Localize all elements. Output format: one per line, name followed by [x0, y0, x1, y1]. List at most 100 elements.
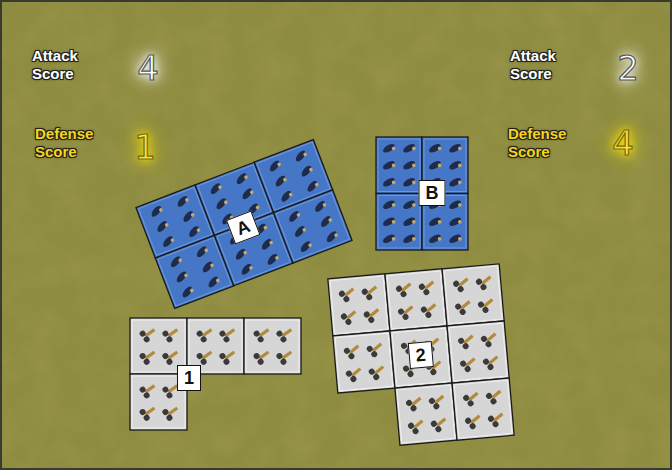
- cannon-icon: [475, 272, 495, 292]
- paratrooper-icon: [402, 199, 417, 212]
- cannon-icon: [138, 403, 158, 422]
- score-holder: Attack Score: [32, 47, 94, 83]
- cannon-icon: [464, 411, 484, 431]
- cannon-icon: [454, 297, 474, 317]
- paratrooper-icon: [240, 262, 254, 277]
- unit-tile: [390, 326, 452, 388]
- cannon-icon: [477, 295, 497, 315]
- defense-score-label: Defense Score: [35, 125, 107, 161]
- paratrooper-icon: [182, 209, 196, 224]
- paratrooper-icon: [319, 214, 333, 229]
- cannon-icon: [459, 354, 479, 374]
- cannon-icon: [363, 305, 383, 325]
- cannon-icon: [138, 324, 158, 343]
- paratrooper-icon: [280, 189, 294, 204]
- cannon-icon: [480, 329, 500, 349]
- cannon-icon: [485, 386, 505, 406]
- cannon-icon: [361, 282, 381, 302]
- paratrooper-icon: [428, 216, 443, 229]
- paratrooper-icon: [161, 235, 175, 250]
- cannon-icon: [368, 362, 388, 382]
- paratrooper-icon: [402, 142, 417, 155]
- cannon-icon: [275, 324, 295, 343]
- cannon-icon: [457, 331, 477, 351]
- paratrooper-icon: [402, 176, 417, 189]
- score-holder: Defense Score: [508, 125, 580, 161]
- score-holder: Attack Score: [510, 47, 572, 83]
- unit-tile: [395, 383, 457, 445]
- paratrooper-icon: [235, 172, 249, 187]
- paratrooper-icon: [382, 233, 397, 246]
- paratrooper-icon: [150, 204, 164, 219]
- paratrooper-icon: [156, 219, 170, 234]
- cannon-icon: [275, 347, 295, 366]
- cannon-icon: [345, 364, 365, 384]
- cannon-icon: [462, 388, 482, 408]
- paratrooper-icon: [293, 224, 307, 239]
- paratrooper-icon: [402, 233, 417, 246]
- cannon-icon: [138, 347, 158, 366]
- paratrooper-icon: [448, 199, 463, 212]
- cannon-icon: [138, 380, 158, 399]
- paratrooper-icon: [382, 216, 397, 229]
- cannon-icon: [195, 324, 215, 343]
- paratrooper-icon: [181, 285, 195, 300]
- defense-score-value: 1: [134, 128, 156, 166]
- paratrooper-icon: [176, 194, 190, 209]
- attack-score-label: Attack Score: [32, 47, 94, 83]
- paratrooper-icon: [287, 209, 301, 224]
- cannon-icon: [407, 416, 427, 436]
- paratrooper-icon: [382, 159, 397, 172]
- cannon-icon: [397, 302, 417, 322]
- paratrooper-icon: [187, 225, 201, 240]
- cannon-icon: [395, 279, 415, 299]
- paratrooper-icon: [207, 275, 221, 290]
- score-holder: Defense Score: [35, 125, 107, 161]
- unit-tile: [254, 140, 332, 213]
- paratrooper-icon: [448, 159, 463, 172]
- paratrooper-icon: [402, 216, 417, 229]
- cannon-icon: [195, 347, 215, 366]
- unit-label-box: B: [419, 180, 446, 206]
- paratrooper-icon: [241, 187, 255, 202]
- unit-formation: 2: [328, 264, 514, 450]
- cannon-icon: [452, 274, 472, 294]
- attack-score-value: 2: [617, 49, 639, 87]
- cannon-icon: [161, 324, 181, 343]
- paratrooper-icon: [448, 142, 463, 155]
- cannon-icon: [338, 284, 358, 304]
- unit-tile: [244, 318, 301, 374]
- paratrooper-icon: [260, 237, 274, 252]
- paratrooper-icon: [448, 233, 463, 246]
- cannon-icon: [428, 391, 448, 411]
- paratrooper-icon: [294, 149, 308, 164]
- cannon-icon: [218, 347, 238, 366]
- unit-tile: [274, 190, 352, 263]
- paratrooper-icon: [266, 252, 280, 267]
- cannon-icon: [218, 324, 238, 343]
- unit-tile: [376, 194, 422, 251]
- cannon-icon: [366, 339, 386, 359]
- paratrooper-icon: [169, 255, 183, 270]
- paratrooper-icon: [274, 174, 288, 189]
- unit-letter: 2: [408, 341, 434, 369]
- paratrooper-icon: [195, 245, 209, 260]
- paratrooper-icon: [306, 179, 320, 194]
- paratrooper-icon: [325, 230, 339, 245]
- cannon-icon: [482, 352, 502, 372]
- paratrooper-icon: [428, 142, 443, 155]
- defense-score-value: 4: [612, 124, 634, 162]
- score-holder: 1: [134, 128, 156, 166]
- defense-score-label: Defense Score: [508, 125, 580, 161]
- unit-tile: [442, 264, 504, 326]
- paratrooper-icon: [268, 159, 282, 174]
- unit-label-box: 2: [408, 341, 434, 369]
- unit-tile: [452, 378, 514, 440]
- cannon-icon: [252, 347, 272, 366]
- unit-tile: [328, 274, 390, 336]
- unit-tiles: [130, 318, 301, 430]
- unit-formation: 1: [130, 318, 301, 430]
- cannon-icon: [343, 341, 363, 361]
